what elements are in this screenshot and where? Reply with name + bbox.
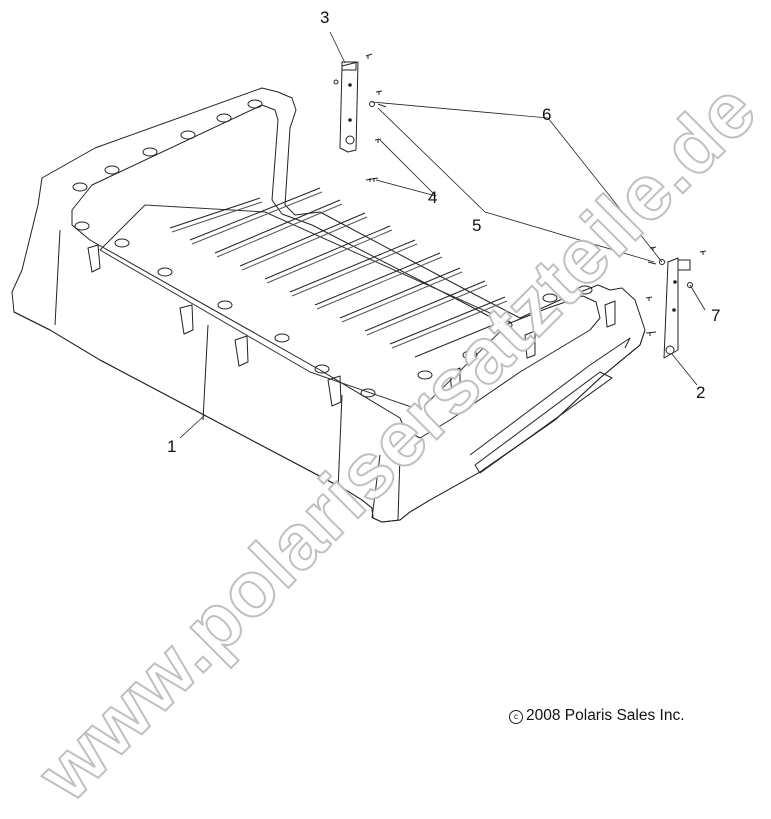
callout-6: 6 <box>542 105 552 124</box>
leader-lines <box>179 31 706 439</box>
copyright-icon: c <box>509 710 523 724</box>
callout-5: 5 <box>472 216 482 235</box>
cargo-box-diagram <box>11 31 707 523</box>
callout-3: 3 <box>320 8 330 27</box>
callout-7: 7 <box>711 306 721 325</box>
left-fasteners <box>365 53 387 182</box>
left-bracket <box>333 61 359 153</box>
right-bracket <box>663 257 691 359</box>
callout-1: 1 <box>167 437 177 456</box>
callout-2: 2 <box>696 383 706 402</box>
callout-4: 4 <box>428 188 438 207</box>
cargo-box <box>11 87 646 523</box>
copyright-text: 2008 Polaris Sales Inc. <box>526 707 685 724</box>
right-fasteners <box>645 246 707 336</box>
